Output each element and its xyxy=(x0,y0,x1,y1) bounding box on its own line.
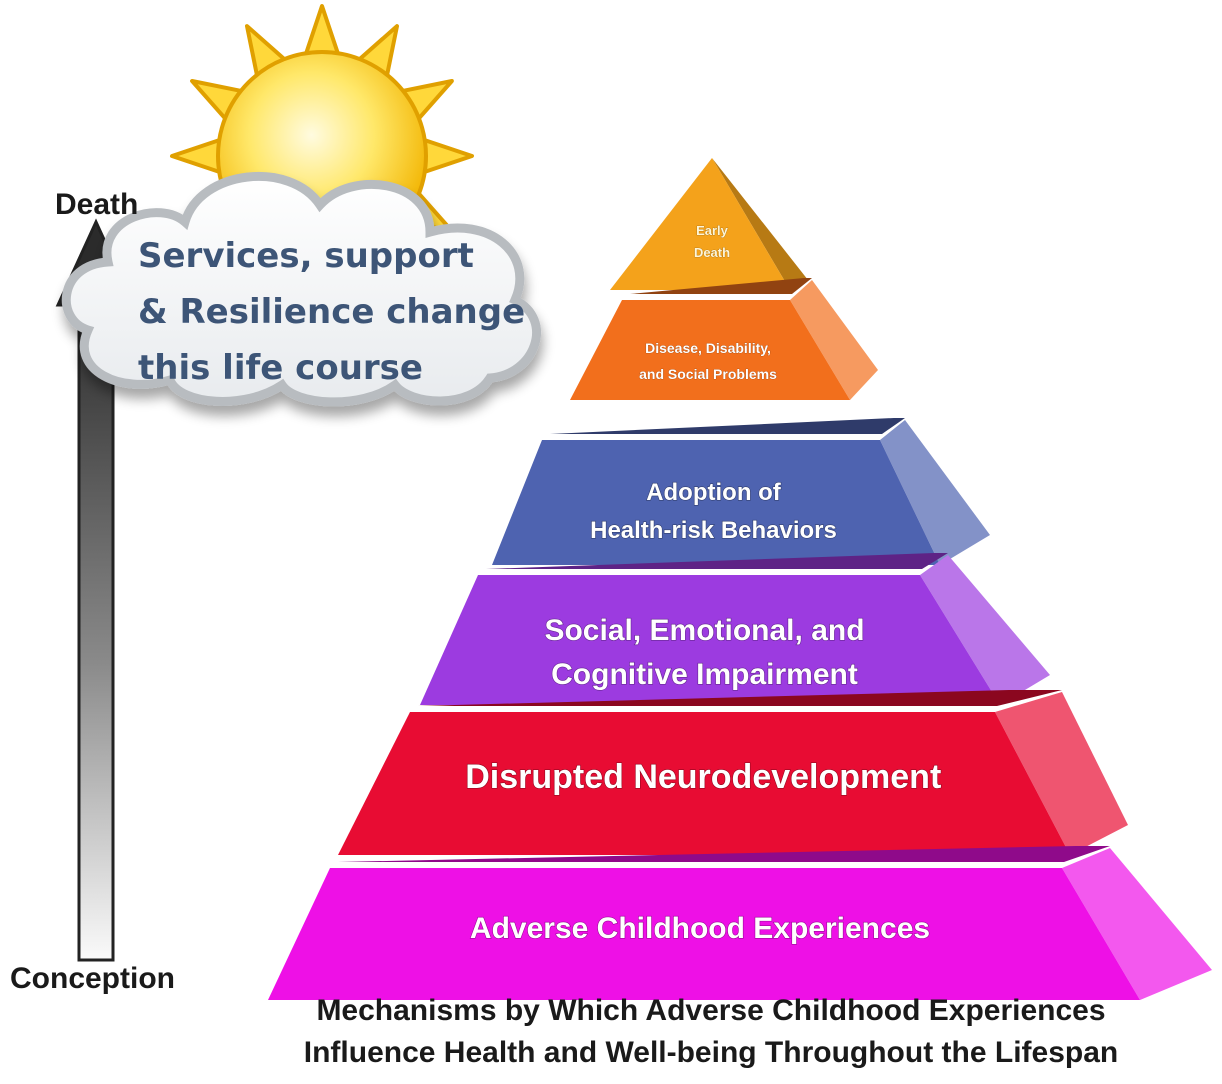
tier-label: Adverse Childhood Experiences xyxy=(470,912,930,945)
tier-top xyxy=(418,690,1062,706)
tier-side xyxy=(712,158,808,290)
tier-front xyxy=(268,868,1140,1000)
tier-label-line: Adverse Childhood Experiences xyxy=(470,912,930,945)
tier-top xyxy=(486,553,948,569)
diagram-caption: Mechanisms by Which Adverse Childhood Ex… xyxy=(200,990,1222,1074)
tier-label-line: Disrupted Neurodevelopment xyxy=(465,758,941,796)
tier-top xyxy=(550,418,905,434)
cloud-message: Services, support & Resilience change th… xyxy=(138,228,525,396)
axis-bottom-label: Conception xyxy=(10,962,175,995)
tier-side xyxy=(880,420,990,565)
tier-side xyxy=(920,555,1050,705)
tier-top xyxy=(338,846,1110,862)
tier-label-line: Early xyxy=(696,223,729,238)
tier-label-line: Health-risk Behaviors xyxy=(590,517,837,544)
tier-front xyxy=(338,712,1070,855)
pyramid-tier: Adverse Childhood Experiences xyxy=(268,846,1212,1000)
tier-front xyxy=(420,575,1000,705)
tier-label-line: Disease, Disability, xyxy=(645,340,771,356)
caption-line: Mechanisms by Which Adverse Childhood Ex… xyxy=(316,994,1106,1027)
arrow-shaft xyxy=(77,298,115,962)
tier-label: Disrupted Neurodevelopment xyxy=(465,758,941,796)
tier-side xyxy=(1062,848,1212,1000)
pyramid-tier: Disrupted Neurodevelopment xyxy=(338,690,1128,855)
cloud-icon xyxy=(61,172,542,407)
cloud-shape xyxy=(61,172,542,407)
tier-label: Disease, Disability, and Social Problems xyxy=(639,340,777,382)
pyramid-tier: Adoption of Health-risk Behaviors xyxy=(492,418,990,565)
tier-side xyxy=(790,280,878,400)
tier-label-line: Cognitive Impairment xyxy=(551,658,858,691)
tier-label-line: Social, Emotional, and xyxy=(544,614,864,647)
tier-front xyxy=(610,158,790,290)
cloud-message-line: this life course xyxy=(138,348,423,388)
tier-front xyxy=(570,300,850,400)
caption-line: Influence Health and Well-being Througho… xyxy=(303,1036,1119,1069)
pyramid-tier: Disease, Disability, and Social Problems xyxy=(570,278,878,400)
tier-label-line: Adoption of xyxy=(646,479,782,506)
tier-top xyxy=(630,278,812,294)
cloud-message-line: Services, support xyxy=(138,236,474,276)
tier-label-line: and Social Problems xyxy=(639,366,777,382)
cloud-message-line: & Resilience change xyxy=(138,292,526,332)
tier-label: Adoption of Health-risk Behaviors xyxy=(590,479,837,544)
tier-label-line: Death xyxy=(694,245,730,260)
tier-front xyxy=(492,440,940,565)
axis-top-label: Death xyxy=(55,188,139,221)
tier-side xyxy=(995,692,1128,855)
